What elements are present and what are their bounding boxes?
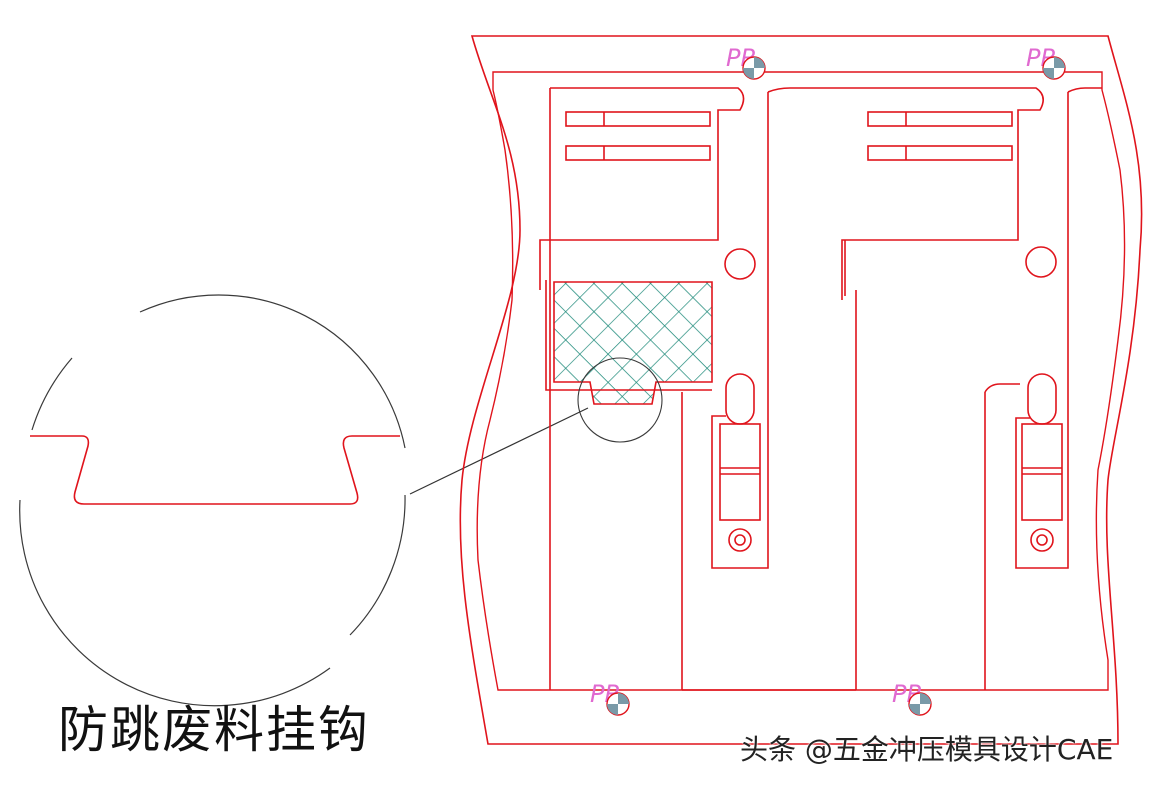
right-tab (1021, 423, 1063, 552)
locator-marker-top-left: PR (726, 44, 766, 80)
detail-circle (19, 294, 406, 707)
pilot-holes (724, 246, 1057, 425)
right-slots (867, 111, 1013, 161)
source-watermark: 头条 @五金冲压模具设计CAE (740, 733, 1114, 766)
diagram-caption: 防跳废料挂钩 (58, 701, 370, 759)
locator-marker-top-right: PR (1026, 44, 1066, 80)
locator-marker-bottom-left: PR (590, 680, 630, 716)
left-slots (565, 111, 711, 161)
strip-outline (476, 71, 1126, 691)
detail-hook-profile (30, 435, 400, 505)
left-tab (719, 423, 761, 552)
scrap-hook (545, 280, 713, 443)
left-station (539, 87, 1102, 691)
die-plate-outline (459, 35, 1143, 745)
callout-leader (409, 407, 589, 495)
locator-marker-bottom-right: PR (892, 680, 932, 716)
